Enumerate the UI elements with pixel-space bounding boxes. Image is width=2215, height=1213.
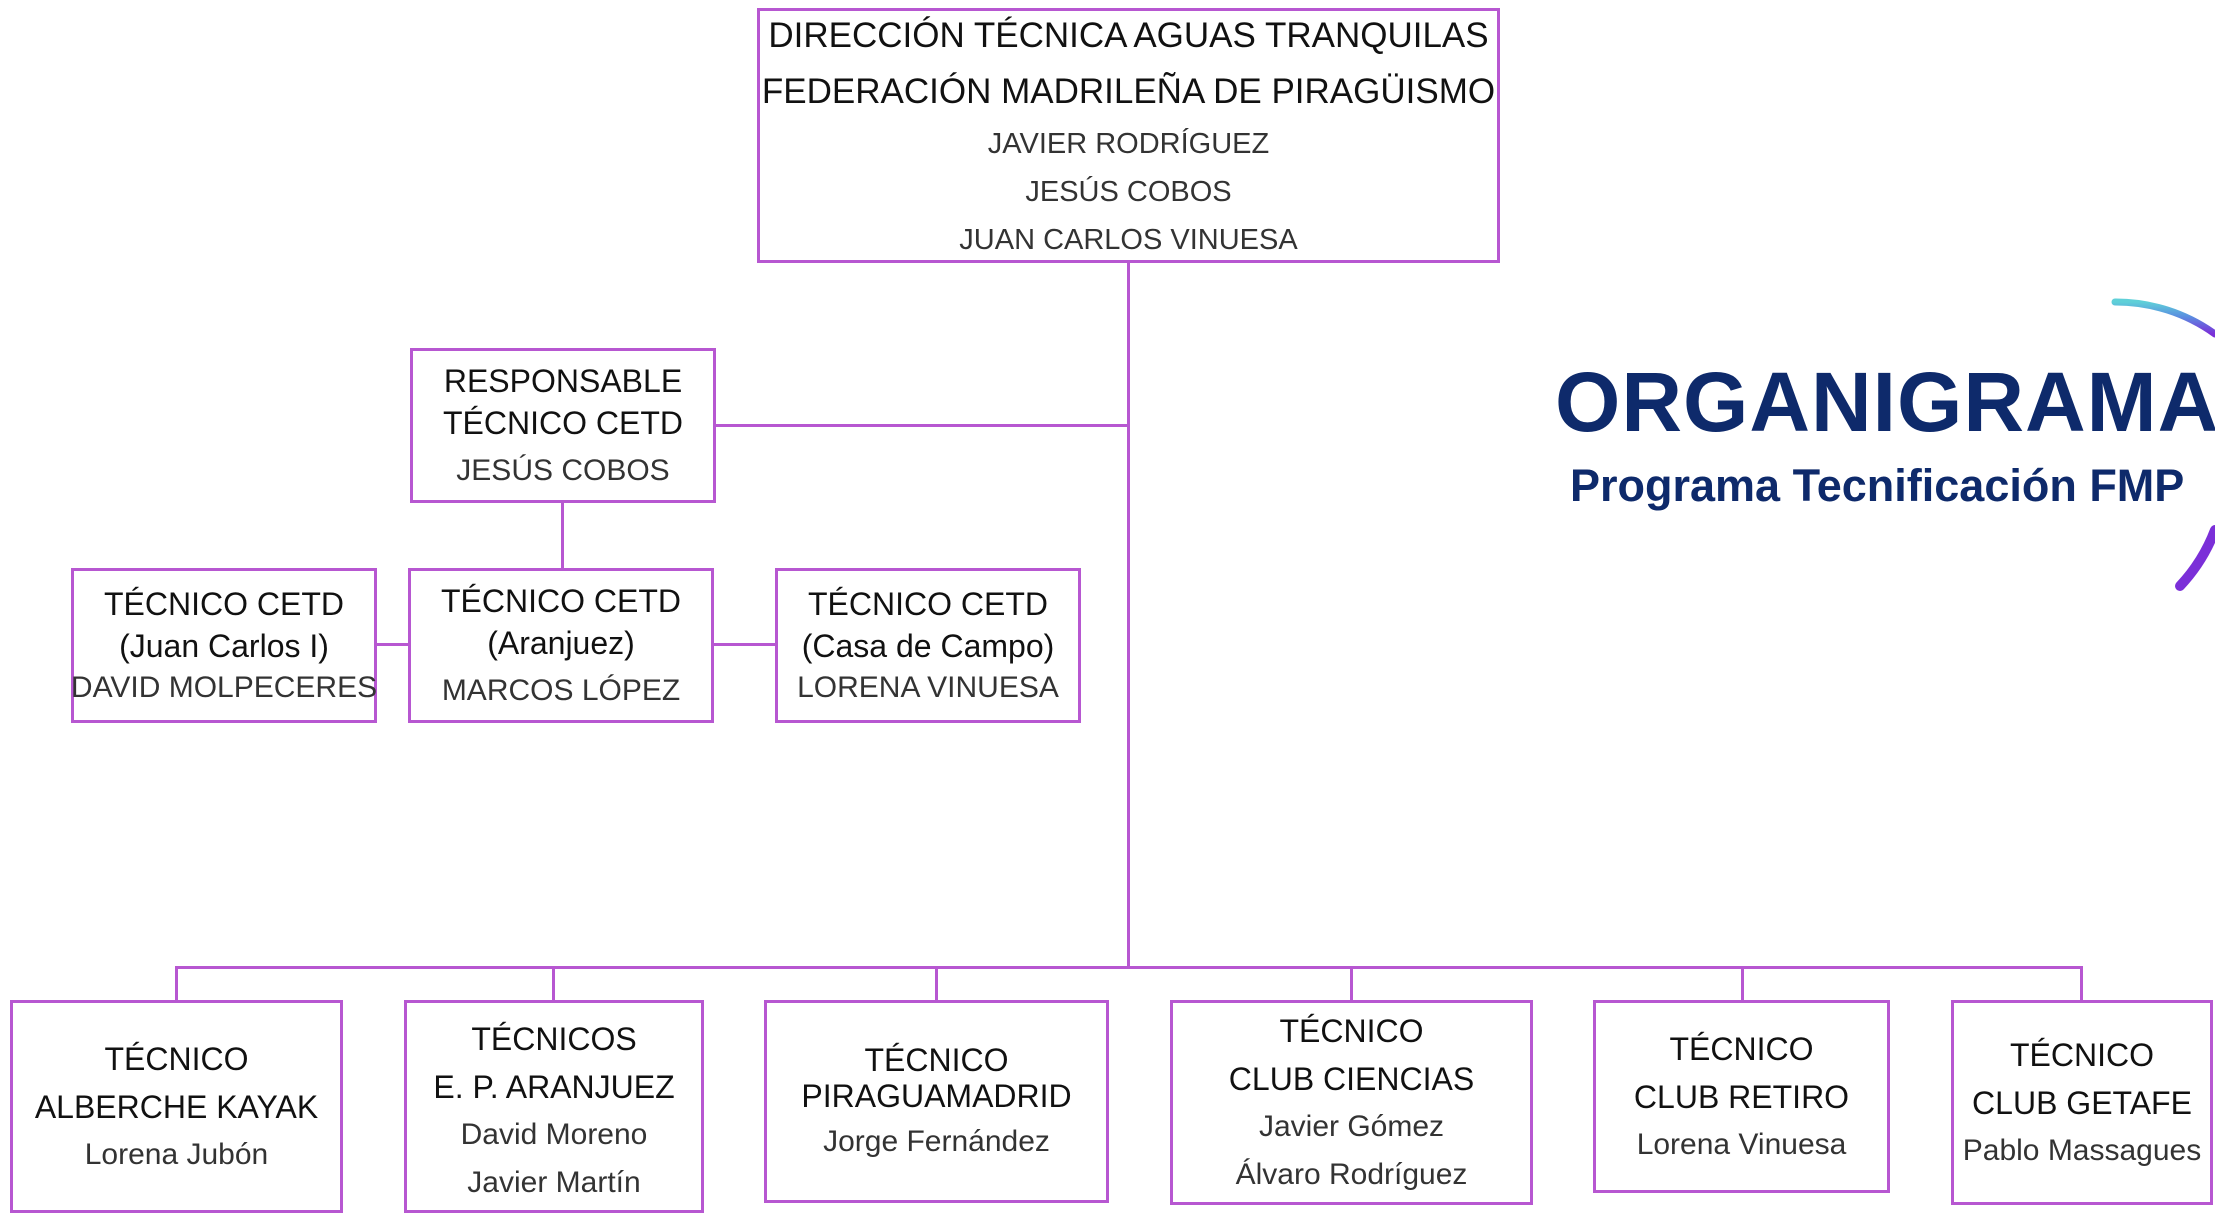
club-drop-line (2080, 966, 2083, 1002)
club-technician: Javier Martín (467, 1166, 641, 1199)
cetd-box-aranjuez: TÉCNICO CETD (Aranjuez) MARCOS LÓPEZ (408, 568, 714, 723)
cetd-place: (Juan Carlos I) (119, 628, 329, 664)
club-name: CLUB CIENCIAS (1228, 1060, 1475, 1097)
club-technician: David Moreno (460, 1118, 648, 1151)
clubs-bus-line (175, 966, 2083, 969)
club-name: ALBERCHE KAYAK (34, 1088, 319, 1125)
club-role: TÉCNICO (1279, 1012, 1424, 1049)
cetd-box-casa-de-campo: TÉCNICO CETD (Casa de Campo) LORENA VINU… (775, 568, 1081, 723)
responsable-role: TÉCNICO CETD (443, 405, 683, 441)
club-drop-line (1741, 966, 1744, 1002)
club-name: CLUB GETAFE (1972, 1084, 2192, 1121)
chart-subtitle: Programa Tecnificación FMP (1570, 460, 2185, 511)
club-name: PIRAGUAMADRID (801, 1077, 1072, 1114)
trunk-line (1127, 262, 1130, 968)
responsable-connector (713, 424, 1129, 427)
club-box-aranjuez: TÉCNICOS E. P. ARANJUEZ David Moreno Jav… (404, 1000, 704, 1213)
club-technician: Lorena Vinuesa (1636, 1127, 1847, 1161)
cetd-role: TÉCNICO CETD (808, 586, 1048, 623)
cetd-name: MARCOS LÓPEZ (441, 673, 681, 707)
club-drop-line (935, 966, 938, 1002)
club-drop-line (552, 966, 555, 1002)
cetd-name: LORENA VINUESA (797, 670, 1059, 704)
club-technician: Álvaro Rodríguez (1235, 1157, 1468, 1191)
chart-title: ORGANIGRAMA (1555, 355, 2215, 449)
direction-member: JAVIER RODRÍGUEZ (987, 127, 1270, 160)
cetd-role: TÉCNICO CETD (441, 583, 681, 620)
responsable-down-connector (561, 501, 564, 570)
club-drop-line (175, 966, 178, 1002)
club-technician: Jorge Fernández (823, 1124, 1050, 1158)
cetd-right-connector (712, 643, 776, 646)
cetd-place: (Aranjuez) (487, 625, 635, 661)
direction-title: DIRECCIÓN TÉCNICA AGUAS TRANQUILAS (768, 15, 1489, 55)
direction-member: JUAN CARLOS VINUESA (959, 223, 1298, 256)
club-box-piraguamadrid: TÉCNICO PIRAGUAMADRID Jorge Fernández (764, 1000, 1109, 1203)
cetd-role: TÉCNICO CETD (104, 586, 344, 623)
club-drop-line (1350, 966, 1353, 1002)
club-box-alberche: TÉCNICO ALBERCHE KAYAK Lorena Jubón (10, 1000, 343, 1213)
decorative-arc-icon (2111, 298, 2215, 591)
cetd-place: (Casa de Campo) (801, 628, 1055, 664)
direction-member: JESÚS COBOS (1025, 175, 1232, 208)
club-role: TÉCNICO (104, 1040, 249, 1077)
cetd-left-connector (375, 643, 409, 646)
cetd-name: DAVID MOLPECERES (70, 670, 378, 704)
cetd-box-juan-carlos: TÉCNICO CETD (Juan Carlos I) DAVID MOLPE… (71, 568, 377, 723)
club-technician: Pablo Massagues (1962, 1133, 2202, 1167)
direction-box: DIRECCIÓN TÉCNICA AGUAS TRANQUILAS FEDER… (757, 8, 1500, 263)
club-role: TÉCNICO (1669, 1030, 1814, 1067)
club-role: TÉCNICO (2010, 1036, 2154, 1073)
club-role: TÉCNICO (864, 1041, 1009, 1078)
responsable-box: RESPONSABLE TÉCNICO CETD JESÚS COBOS (410, 348, 716, 503)
club-box-getafe: TÉCNICO CLUB GETAFE Pablo Massagues (1951, 1000, 2213, 1205)
club-box-ciencias: TÉCNICO CLUB CIENCIAS Javier Gómez Álvar… (1170, 1000, 1533, 1205)
club-name: CLUB RETIRO (1633, 1078, 1850, 1115)
federation-title: FEDERACIÓN MADRILEÑA DE PIRAGÜISMO (761, 71, 1496, 111)
responsable-name: JESÚS COBOS (456, 453, 670, 487)
club-box-retiro: TÉCNICO CLUB RETIRO Lorena Vinuesa (1593, 1000, 1890, 1193)
club-role: TÉCNICOS (471, 1021, 637, 1057)
responsable-role: RESPONSABLE (443, 363, 683, 400)
club-name: E. P. ARANJUEZ (433, 1069, 675, 1105)
club-technician: Lorena Jubón (84, 1137, 269, 1171)
club-technician: Javier Gómez (1258, 1109, 1445, 1143)
